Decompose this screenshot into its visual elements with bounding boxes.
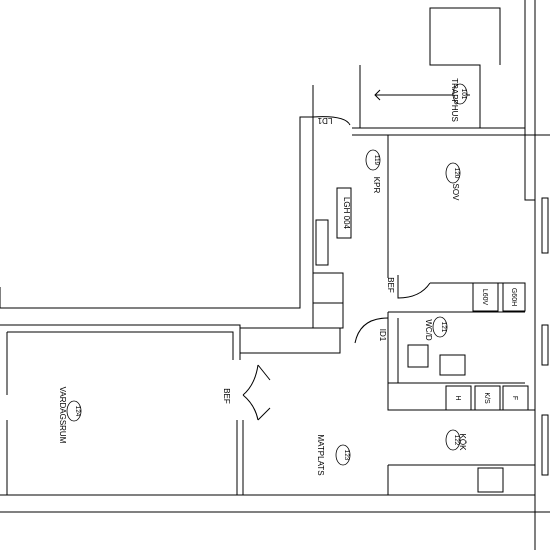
sov-number: 120 (453, 168, 460, 179)
vardagsrum-label: VARDAGSRUM (58, 387, 67, 444)
storage-block-2 (312, 302, 344, 329)
entry-door-label: LD1 (317, 116, 332, 125)
window-wc (541, 324, 549, 366)
fridge-box (474, 385, 501, 411)
wardrobe (315, 219, 329, 266)
kpr-number: 119 (373, 155, 380, 166)
living-door-left (242, 364, 259, 396)
inner-door-label: ID1 (378, 329, 387, 342)
sink-box (477, 467, 504, 493)
hob-box (445, 385, 472, 411)
stair-arrow-head (374, 89, 381, 101)
fridge-label: K/S (483, 392, 490, 404)
kpr-number-circle (365, 149, 381, 171)
kok-number-circle (445, 429, 461, 451)
kpr-label: KPR (372, 177, 381, 194)
storage-block-3 (239, 327, 341, 354)
vardagsrum-number-circle (66, 400, 82, 422)
living-door-leaf-1 (257, 364, 271, 381)
wc-number-circle (432, 316, 448, 338)
toilet-box (407, 344, 429, 368)
window-bedroom (541, 197, 549, 254)
sov-label: SOV (451, 184, 460, 202)
freezer-box (502, 385, 529, 411)
wc-label: WC/D (424, 319, 433, 341)
laundry-1-label: L60V (481, 289, 488, 306)
living-door-leaf-2 (257, 407, 271, 421)
matplats-number-circle (335, 444, 351, 466)
entry-door-swing (312, 85, 351, 126)
matplats-label: MATPLATS (316, 434, 325, 475)
basin-box (439, 354, 466, 376)
laundry-2-label: G60H (510, 288, 517, 306)
bef-living-label: BEF (222, 388, 231, 404)
living-door-right (242, 394, 259, 421)
north-east-wall (524, 0, 535, 201)
kok-number: 122 (453, 435, 460, 446)
freezer-label: F (511, 396, 518, 400)
bef-door-swing (397, 275, 431, 299)
staircase (359, 7, 501, 129)
hob-label: H (454, 395, 461, 400)
vardagsrum-number: 124 (74, 406, 81, 417)
trapphus-label: TRAPPHUS (450, 78, 459, 122)
trapphus-number: 101 (460, 89, 467, 100)
trapphus-number-circle (452, 83, 468, 105)
laundry-2-box (502, 282, 526, 312)
laundry-1-box (472, 282, 499, 312)
bef-corridor-label: BEF (386, 277, 395, 293)
west-upper-wall (0, 116, 314, 309)
kok-label: KÖK (458, 434, 467, 452)
inner-door-swing (354, 317, 389, 344)
apartment-box (336, 187, 352, 239)
matplats-number: 123 (343, 450, 350, 461)
sov-number-circle (445, 162, 461, 184)
wc-number: 121 (440, 322, 447, 333)
storage-block-1 (312, 272, 344, 304)
living-top-wall (0, 324, 241, 360)
apartment-label: LGH 004 (342, 197, 351, 230)
kitchen-counter (388, 464, 536, 495)
window-kitchen (541, 414, 549, 476)
living-top-wall-2 (7, 331, 234, 360)
